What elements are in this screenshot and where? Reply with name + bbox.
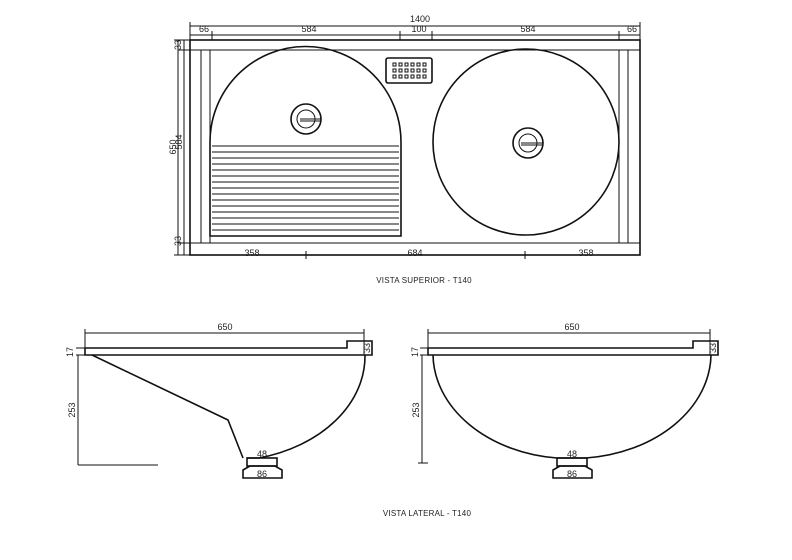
- dim-right-rim-right: 33: [708, 343, 718, 353]
- washboard-ribs: [212, 145, 399, 231]
- dim-left-rim-right: 33: [362, 343, 372, 353]
- dim-seg-right-bowl: 584: [520, 24, 535, 34]
- dim-height-outer: 650: [168, 139, 178, 154]
- left-washboard-slope: [91, 354, 244, 459]
- right-bowl-outline: [432, 48, 620, 236]
- side-view-right: 650 33 17 253 48 86: [410, 322, 719, 479]
- right-rim: [427, 340, 719, 356]
- soap-dish: [385, 57, 433, 84]
- left-drain: [290, 103, 322, 135]
- dim-seg-left-bowl: 584: [301, 24, 316, 34]
- dim-height-inner: 584: [174, 134, 184, 149]
- dim-right-depth: 253: [411, 355, 428, 464]
- left-drain-fitting: 48 86: [242, 449, 283, 479]
- dim-total-width: 1400: [189, 14, 641, 40]
- dim-edge-bottom: 33: [173, 236, 183, 246]
- dim-left-rim-left: 17: [65, 347, 75, 357]
- dim-left-heights: 650 584 33 33: [168, 39, 190, 256]
- dim-right-drain-top: 48: [567, 449, 577, 459]
- left-bowl-outline: [209, 45, 402, 237]
- dim-right-drain-bottom: 86: [567, 469, 577, 479]
- right-bowl-profile: [432, 354, 712, 459]
- dim-left-depth: 253: [67, 355, 158, 466]
- dim-left-depth-label: 253: [67, 402, 77, 417]
- dim-bottom-center: 684: [407, 248, 422, 258]
- dim-total-width-label: 1400: [410, 14, 430, 24]
- dim-seg-left-margin: 66: [199, 24, 209, 34]
- dim-bottom-left: 358: [244, 248, 259, 258]
- top-view: 1400 66 584 100 584 66: [168, 14, 641, 285]
- dim-right-rim-left: 17: [410, 347, 420, 357]
- top-view-caption: VISTA SUPERIOR - T140: [376, 276, 472, 285]
- dim-seg-right-margin: 66: [627, 24, 637, 34]
- dim-bottom-segments: 358 684 358: [190, 248, 640, 259]
- dim-left-drain-top: 48: [257, 449, 267, 459]
- dim-edge-top: 33: [173, 40, 183, 50]
- dim-left-width: 650: [84, 322, 365, 348]
- dim-top-segments: 66 584 100 584 66: [190, 24, 640, 40]
- left-rim: [84, 340, 373, 356]
- dim-bottom-right: 358: [578, 248, 593, 258]
- dim-seg-center: 100: [411, 24, 426, 34]
- right-drain: [512, 127, 544, 159]
- dim-left-drain-bottom: 86: [257, 469, 267, 479]
- side-view-caption: VISTA LATERAL - T140: [383, 509, 472, 518]
- dim-left-width-label: 650: [217, 322, 232, 332]
- dim-right-depth-label: 253: [411, 402, 421, 417]
- right-drain-fitting: 48 86: [552, 449, 593, 479]
- dim-right-width-label: 650: [564, 322, 579, 332]
- dim-right-width: 650: [427, 322, 711, 348]
- left-bowl-profile: [247, 354, 366, 459]
- side-view-left: 650 33 17 253 48 86: [65, 322, 373, 479]
